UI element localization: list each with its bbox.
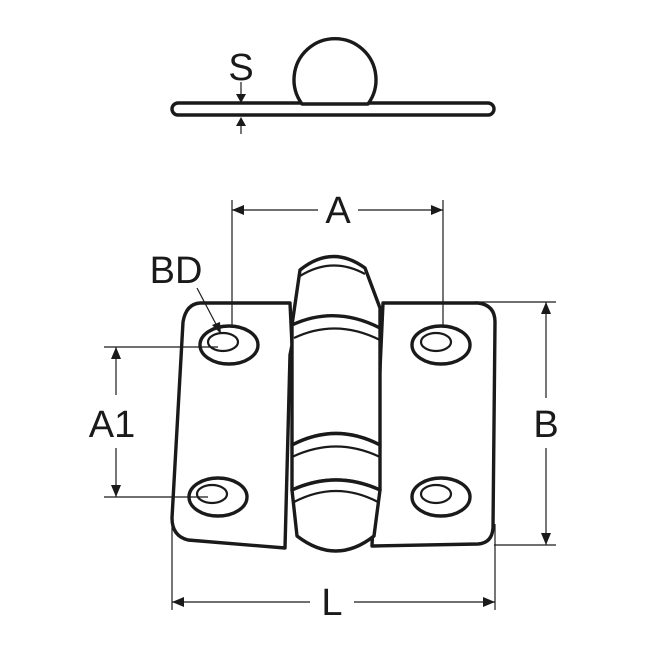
mounting-hole-top-right (410, 324, 472, 366)
dimension-bd: BD (150, 250, 221, 334)
knuckle-top-ring (299, 264, 366, 277)
mounting-holes (187, 324, 472, 518)
dimension-label-l: L (321, 582, 342, 624)
mounting-hole-top-left (198, 324, 260, 366)
dimension-a: A (231, 190, 444, 326)
side-view-knuckle (292, 36, 378, 106)
knuckle-mid-ring (293, 327, 381, 341)
dimension-a1: A1 (89, 346, 218, 498)
knuckle-end-ring (293, 489, 379, 503)
dimension-b: B (474, 301, 559, 546)
front-view (170, 254, 497, 553)
hinge-knuckle (290, 254, 382, 553)
knuckle-low-ring (291, 445, 381, 458)
dimension-label-b: B (533, 404, 558, 446)
dimension-label-a: A (325, 190, 351, 232)
dimension-label-a1: A1 (89, 404, 135, 446)
dimension-l: L (171, 524, 496, 624)
dimension-label-bd: BD (150, 250, 203, 292)
side-view: S (170, 36, 496, 134)
thickness-dimension-s: S (228, 47, 254, 134)
mounting-hole-bottom-right (410, 476, 472, 518)
thickness-label-s: S (228, 47, 253, 89)
